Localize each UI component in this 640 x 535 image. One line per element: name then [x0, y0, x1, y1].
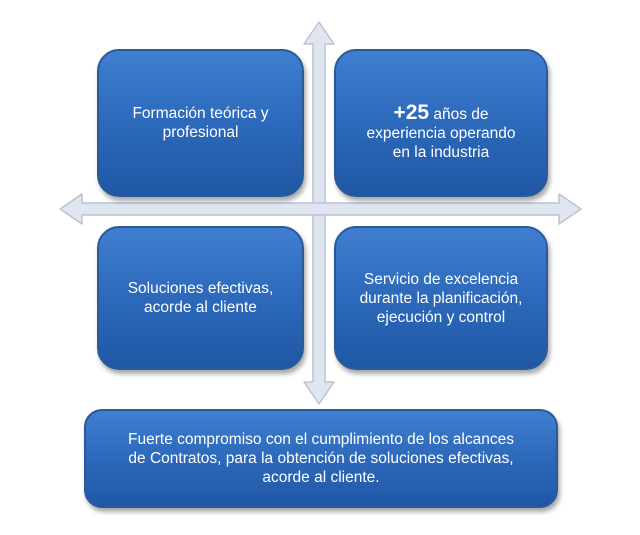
commitment-box: Fuerte compromiso con el cumplimiento de… — [84, 409, 558, 508]
years-number: +25 — [393, 101, 430, 124]
horizontal-axis-arrow — [59, 193, 582, 225]
quadrant-top-left-text: Formación teórica y profesional — [132, 105, 269, 141]
quadrant-bottom-left-text: Soluciones efectivas, acorde al cliente — [127, 280, 274, 316]
quadrant-bottom-right-box: Servicio de excelencia durante la planif… — [334, 226, 548, 370]
quadrant-top-right-content: +25 años de experiencia operando en la in… — [366, 84, 515, 162]
years-label: años de — [429, 106, 489, 123]
quadrant-bottom-right-text: Servicio de excelencia durante la planif… — [359, 270, 523, 326]
quadrant-top-right-box: +25 años de experiencia operando en la in… — [334, 49, 548, 197]
quadrant-top-right-text: experiencia operando en la industria — [366, 125, 516, 161]
quadrant-top-left-box: Formación teórica y profesional — [97, 49, 304, 197]
commitment-text: Fuerte compromiso con el cumplimiento de… — [128, 431, 514, 486]
quadrant-bottom-left-box: Soluciones efectivas, acorde al cliente — [97, 226, 304, 370]
